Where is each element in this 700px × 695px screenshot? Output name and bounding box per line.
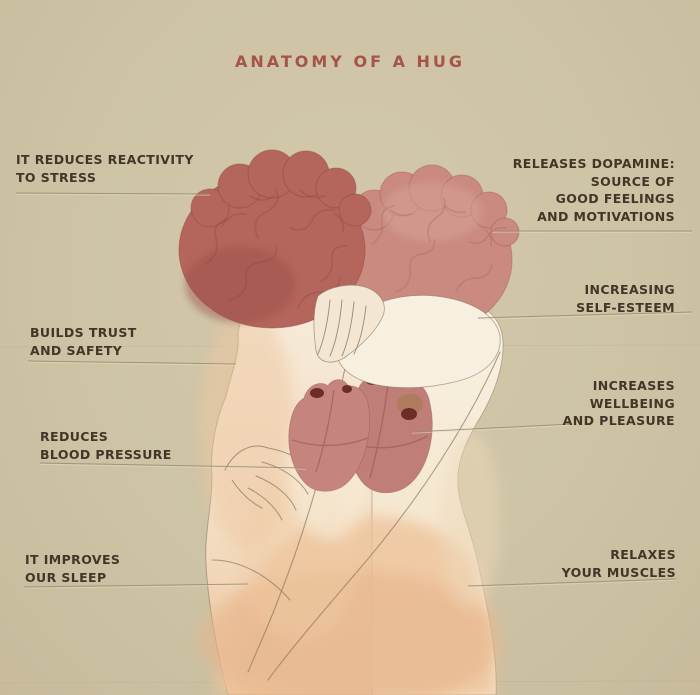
label-line: SELF-ESTEEM xyxy=(576,299,675,315)
leader-line-blood-pressure xyxy=(39,462,307,469)
label-line: RELAXES xyxy=(610,547,676,562)
leader-line-wellbeing xyxy=(411,423,573,433)
label-relaxes-muscles: RELAXES YOUR MUSCLES xyxy=(562,546,676,581)
left-brain xyxy=(178,149,372,329)
label-line: IT REDUCES REACTIVITY xyxy=(16,152,194,167)
label-line: YOUR MUSCLES xyxy=(561,564,676,580)
leader-line-relaxes-muscles xyxy=(467,578,677,587)
label-improves-sleep: IT IMPROVES OUR SLEEP xyxy=(25,551,120,586)
label-line: INCREASES xyxy=(592,378,675,393)
label-line: INCREASING xyxy=(584,282,675,297)
label-line: RELEASES DOPAMINE: xyxy=(512,156,675,171)
label-builds-trust: BUILDS TRUST AND SAFETY xyxy=(30,324,137,359)
label-line: AND PLEASURE xyxy=(562,413,675,428)
label-reduces-blood-pressure: REDUCES BLOOD PRESSURE xyxy=(40,428,172,463)
label-line: AND SAFETY xyxy=(30,342,123,358)
leader-line-self-esteem xyxy=(477,311,693,319)
label-line: SOURCE OF xyxy=(590,173,675,189)
leader-line-improves-sleep xyxy=(23,583,249,588)
label-reduces-reactivity: IT REDUCES REACTIVITY TO STRESS xyxy=(16,151,194,186)
left-heart xyxy=(288,379,370,492)
label-line: TO STRESS xyxy=(16,169,97,185)
label-line: GOOD FEELINGS xyxy=(555,191,675,206)
label-line: AND MOTIVATIONS xyxy=(537,208,675,224)
label-line: REDUCES xyxy=(40,429,109,444)
poster-title: ANATOMY OF A HUG xyxy=(234,52,466,71)
hand-finger-lines xyxy=(317,299,367,357)
shoulder-and-hand xyxy=(313,284,501,389)
label-increases-wellbeing: INCREASES WELLBEING AND PLEASURE xyxy=(563,377,675,430)
right-brain xyxy=(341,164,520,335)
leader-line-reduces-reactivity xyxy=(15,192,211,195)
leader-lines xyxy=(15,192,693,589)
leader-line-builds-trust xyxy=(27,360,237,365)
label-increasing-self-esteem: INCREASING SELF-ESTEEM xyxy=(576,281,675,316)
label-line: IT IMPROVES xyxy=(25,552,121,567)
label-releases-dopamine: RELEASES DOPAMINE: SOURCE OF GOOD FEELIN… xyxy=(513,155,675,225)
label-line: BLOOD PRESSURE xyxy=(40,446,172,462)
label-line: WELLBEING xyxy=(589,395,675,411)
label-line: OUR SLEEP xyxy=(25,569,107,585)
label-line: BUILDS TRUST xyxy=(30,325,137,340)
